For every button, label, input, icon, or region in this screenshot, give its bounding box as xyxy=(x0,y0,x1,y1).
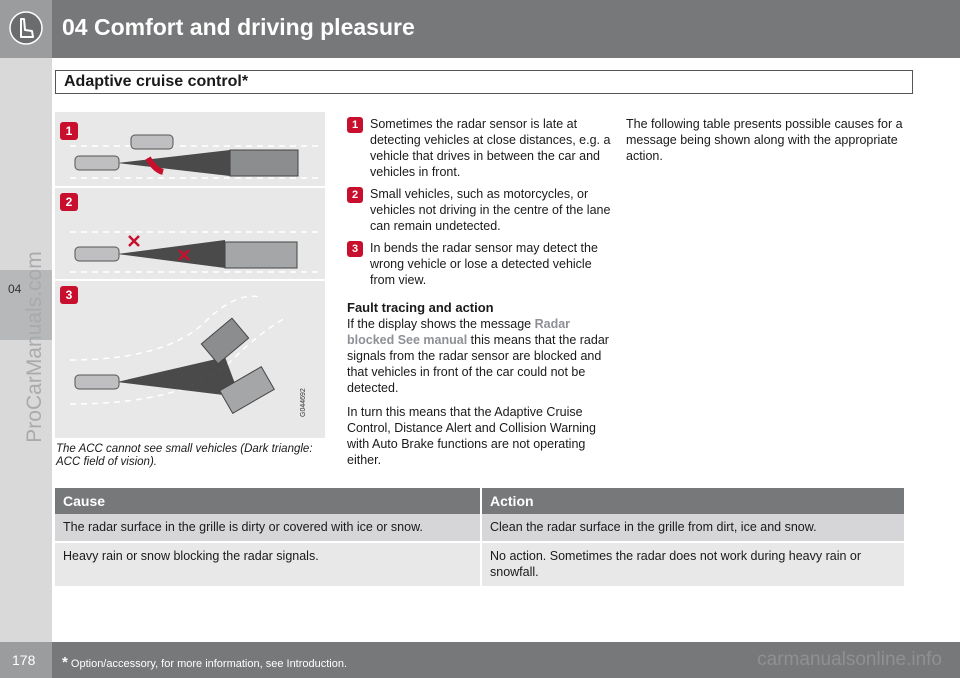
figure-marker-3: 3 xyxy=(60,286,78,304)
item-number-badge: 3 xyxy=(347,241,363,257)
column-header-action: Action xyxy=(482,488,904,514)
column-header-cause: Cause xyxy=(55,488,482,514)
footnote-star: * xyxy=(62,654,68,671)
header-icon-tab xyxy=(0,0,52,58)
illustration-svg: G044692 xyxy=(55,112,325,438)
figure-caption: The ACC cannot see small vehicles (Dark … xyxy=(56,443,313,468)
footer-watermark: carmanualsonline.info xyxy=(757,649,942,670)
body-column-3: The following table presents possible ca… xyxy=(626,116,906,172)
footnote-text: Option/accessory, for more information, … xyxy=(67,658,348,670)
fault-paragraph-1: If the display shows the message Radar b… xyxy=(347,316,615,396)
fault-text-b: this means that the radar signals from t… xyxy=(347,333,609,395)
figure-marker-2: 2 xyxy=(60,193,78,211)
page-header: 04 Comfort and driving pleasure xyxy=(0,0,960,58)
cause-action-table: Cause Action The radar surface in the gr… xyxy=(55,488,904,588)
page-title: 04 Comfort and driving pleasure xyxy=(62,14,415,40)
fault-tracing-heading: Fault tracing and action xyxy=(347,300,494,315)
cause-cell: The radar surface in the grille is dirty… xyxy=(55,514,482,543)
numbered-item: 1 Sometimes the radar sensor is late at … xyxy=(347,116,615,180)
chapter-tab xyxy=(0,270,52,340)
section-title: Adaptive cruise control* xyxy=(55,70,913,94)
chapter-sidebar xyxy=(0,58,52,642)
seat-icon xyxy=(9,11,43,45)
acc-illustration: G044692 1 2 3 xyxy=(55,112,325,438)
page-number: 178 xyxy=(12,652,36,668)
fault-text-a: If the display shows the message xyxy=(347,317,535,331)
display-message: Radar blocked See manual xyxy=(347,317,571,347)
item-number-badge: 2 xyxy=(347,187,363,203)
table-header-row: Cause Action xyxy=(55,488,904,514)
watermark-text: ProCarManuals.com xyxy=(23,251,46,443)
page-number-tab xyxy=(0,642,52,678)
table-intro: The following table presents possible ca… xyxy=(626,117,903,163)
cause-cell: Heavy rain or snow blocking the radar si… xyxy=(55,543,482,588)
action-cell: No action. Sometimes the radar does not … xyxy=(482,543,904,588)
item-text: Sometimes the radar sensor is late at de… xyxy=(370,117,611,179)
action-cell: Clean the radar surface in the grille fr… xyxy=(482,514,904,543)
page-footer: 178 * Option/accessory, for more informa… xyxy=(0,642,960,678)
item-text: In bends the radar sensor may detect the… xyxy=(370,241,598,287)
item-number-badge: 1 xyxy=(347,117,363,133)
numbered-item: 2 Small vehicles, such as motorcycles, o… xyxy=(347,186,615,234)
footnote: * Option/accessory, for more information… xyxy=(62,654,347,671)
numbered-item: 3 In bends the radar sensor may detect t… xyxy=(347,240,615,288)
item-text: Small vehicles, such as motorcycles, or … xyxy=(370,187,611,233)
table-row: The radar surface in the grille is dirty… xyxy=(55,514,904,543)
fault-paragraph-2: In turn this means that the Adaptive Cru… xyxy=(347,405,596,467)
figure-code: G044692 xyxy=(300,388,307,417)
body-column-2: 1 Sometimes the radar sensor is late at … xyxy=(347,116,615,476)
table-row: Heavy rain or snow blocking the radar si… xyxy=(55,543,904,588)
figure-marker-1: 1 xyxy=(60,122,78,140)
chapter-number: 04 xyxy=(8,282,22,296)
